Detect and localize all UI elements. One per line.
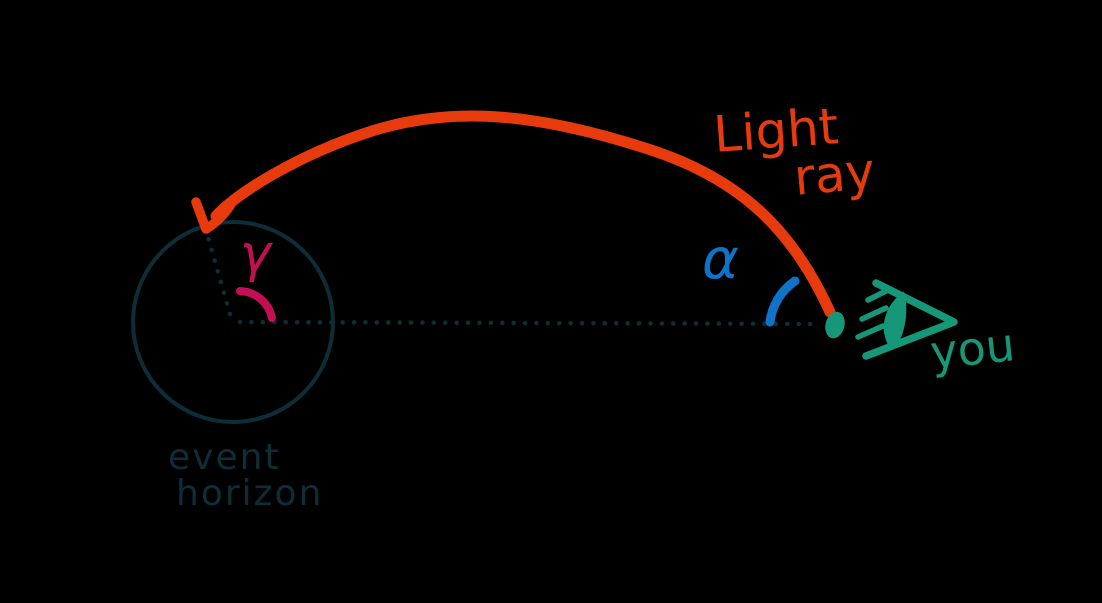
gamma-angle-arc: [236, 287, 276, 322]
radius-dotted-line: [203, 227, 233, 317]
eye-rays-icon: [855, 286, 893, 340]
alpha-angle-arc: [765, 276, 800, 327]
alpha-angle-label: α: [702, 227, 739, 292]
event-horizon-label-line1: event: [168, 437, 281, 478]
horizontal-dotted-line: [237, 319, 820, 327]
light-ray-label-line2: ray: [791, 141, 878, 207]
gamma-angle-label: γ: [240, 224, 271, 284]
light-ray-arrowhead-icon: [191, 196, 238, 234]
eye-pupil: [883, 291, 907, 351]
event-horizon-circle: [131, 220, 335, 424]
event-horizon-label-line2: horizon: [176, 473, 324, 514]
eye-icon: [855, 279, 958, 360]
light-ray-curve: [210, 110, 836, 318]
observer-label: you: [927, 317, 1018, 380]
observer-position-dot: [825, 311, 845, 339]
